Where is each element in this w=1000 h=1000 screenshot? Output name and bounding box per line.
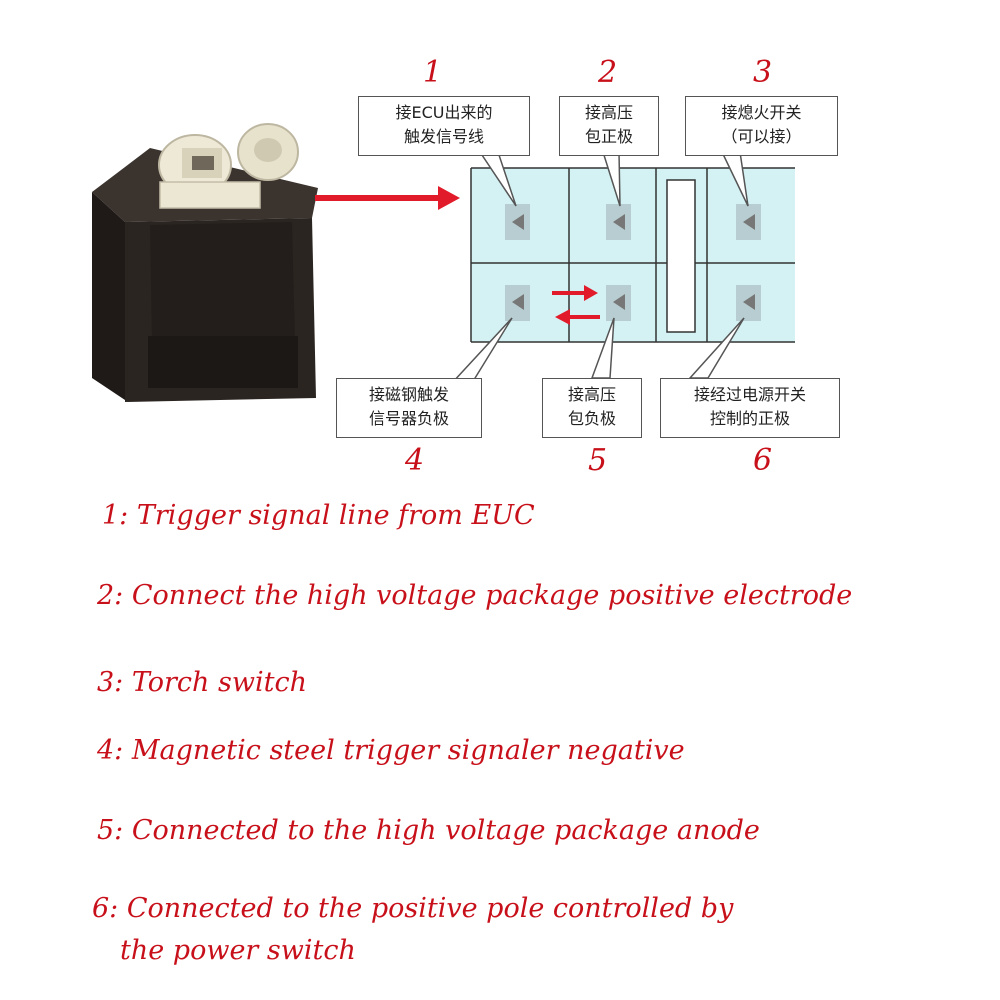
- caption-2: 2: Connect the high voltage package posi…: [97, 580, 853, 611]
- pointer-arrow: [315, 186, 460, 210]
- callout-pin-1-line-1: 接ECU出来的: [395, 103, 493, 122]
- caption-4: 4: Magnetic steel trigger signaler negat…: [97, 735, 685, 766]
- callout-pin-5-line-2: 包负极: [567, 409, 616, 428]
- callout-pin-2-line-2: 包正极: [584, 127, 633, 146]
- pin-number-2: 2: [598, 55, 618, 90]
- pin-number-5: 5: [588, 443, 608, 478]
- pin-6: [736, 285, 761, 321]
- callout-pin-3: 接熄火开关 （可以接）: [685, 96, 838, 156]
- callout-pin-1-line-2: 触发信号线: [403, 127, 484, 146]
- pin-number-4: 4: [405, 443, 425, 478]
- callout-pin-3-line-2: （可以接）: [721, 127, 802, 146]
- pin-number-3: 3: [753, 55, 773, 90]
- wiring-diagram: [92, 123, 795, 402]
- callout-pin-4: 接磁钢触发 信号器负极: [336, 378, 482, 438]
- swap-arrows: [552, 285, 600, 325]
- pin-number-1: 1: [423, 55, 443, 90]
- callout-pin-2-line-1: 接高压: [584, 103, 633, 122]
- callout-pin-6-line-1: 接经过电源开关: [693, 385, 806, 404]
- callout-pin-5-line-1: 接高压: [567, 385, 616, 404]
- callout-pin-2: 接高压 包正极: [559, 96, 659, 156]
- caption-1: 1: Trigger signal line from EUC: [102, 500, 535, 531]
- caption-3: 3: Torch switch: [97, 667, 307, 698]
- callout-pin-3-line-1: 接熄火开关: [721, 103, 802, 122]
- pin-5: [606, 285, 631, 321]
- caption-6-line-1: 6: Connected to the positive pole contro…: [92, 893, 734, 924]
- caption-5: 5: Connected to the high voltage package…: [97, 815, 760, 846]
- cdi-connector: [158, 123, 299, 209]
- callout-pin-1: 接ECU出来的 触发信号线: [358, 96, 530, 156]
- callout-pin-6: 接经过电源开关 控制的正极: [660, 378, 840, 438]
- caption-6-line-2: the power switch: [120, 935, 356, 966]
- callout-pin-4-line-2: 信号器负极: [368, 409, 449, 428]
- pin-4: [505, 285, 530, 321]
- cdi-module-illustration: [92, 123, 318, 402]
- pin-number-6: 6: [753, 443, 773, 478]
- callout-pointers: [450, 151, 749, 384]
- callout-pin-4-line-1: 接磁钢触发: [368, 385, 449, 404]
- callout-pin-5: 接高压 包负极: [542, 378, 642, 438]
- pin-2: [606, 204, 631, 240]
- pin-3: [736, 204, 761, 240]
- pin-1: [505, 204, 530, 240]
- callout-pin-6-line-2: 控制的正极: [709, 409, 790, 428]
